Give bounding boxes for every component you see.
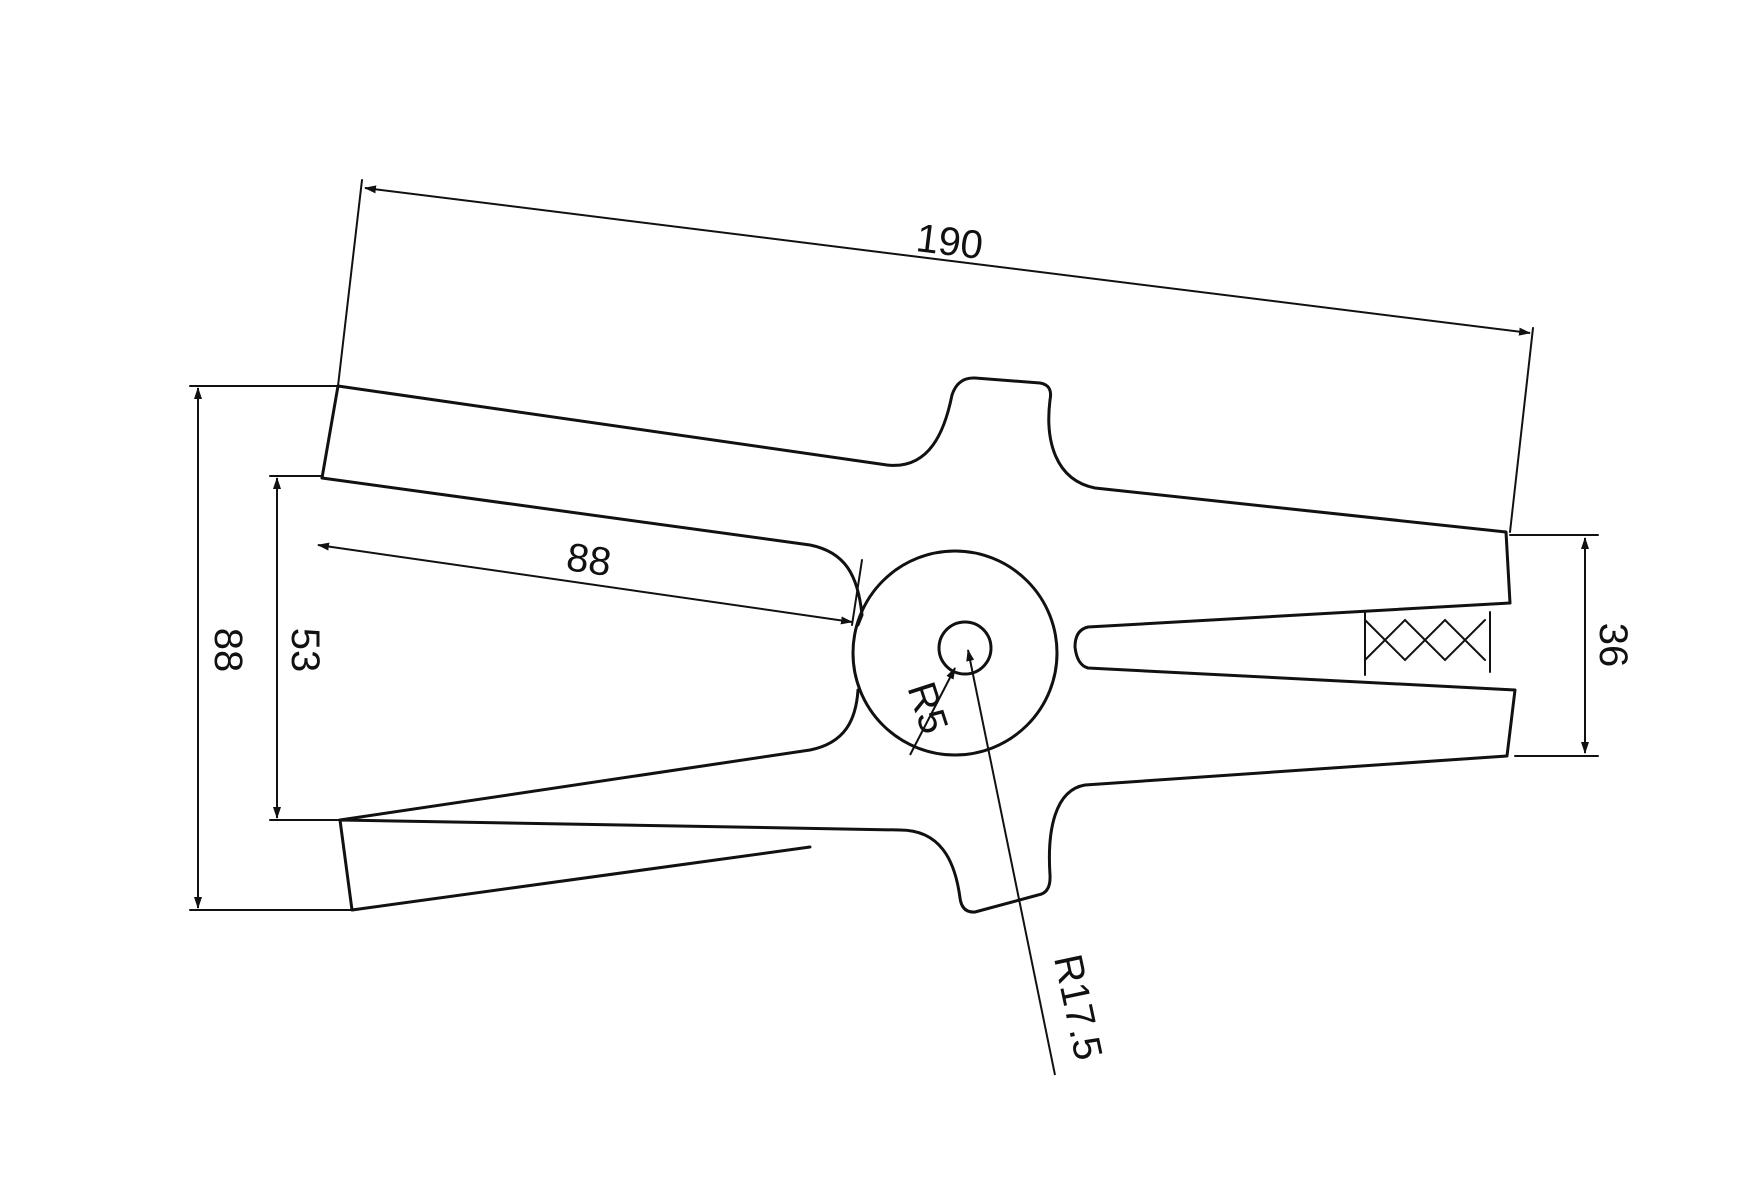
- pivot-pin-circle: [937, 620, 993, 676]
- leader-r5: [909, 667, 956, 756]
- label-r17-5: R17.5: [1045, 951, 1110, 1065]
- label-inner-88: 88: [564, 535, 614, 585]
- upper-arm-outline: [336, 376, 1517, 914]
- dimension-inner-span: 53: [269, 475, 341, 821]
- pliers-outline: [320, 376, 1517, 914]
- extension-line-right-top: [1509, 327, 1534, 533]
- dimension-line-190: [364, 185, 1531, 336]
- dimension-inner-length: 88: [317, 535, 863, 626]
- leader-r17-5: [966, 649, 1056, 1076]
- label-190: 190: [914, 216, 986, 268]
- dimension-jaw-opening: 36: [1509, 534, 1635, 757]
- dimension-line-inner-88: [317, 542, 853, 625]
- extension-inner-length-end: [851, 559, 863, 626]
- extension-line-left-top: [337, 179, 363, 387]
- radius-hub-callout: R17.5: [966, 649, 1110, 1076]
- label-inner-53: 53: [283, 628, 327, 673]
- hub-circle: [851, 549, 1059, 757]
- dimension-overall-length: 190: [337, 179, 1534, 533]
- upper-handle-end: [320, 384, 340, 480]
- lower-handle-inner: [338, 688, 860, 822]
- jaw-serration: [1364, 618, 1486, 662]
- label-r5: R5: [899, 677, 957, 739]
- dimension-outer-span: 88: [189, 385, 353, 911]
- jaw-serration-bounds: [1364, 611, 1491, 676]
- label-outer-88: 88: [206, 628, 250, 673]
- label-36: 36: [1591, 623, 1635, 668]
